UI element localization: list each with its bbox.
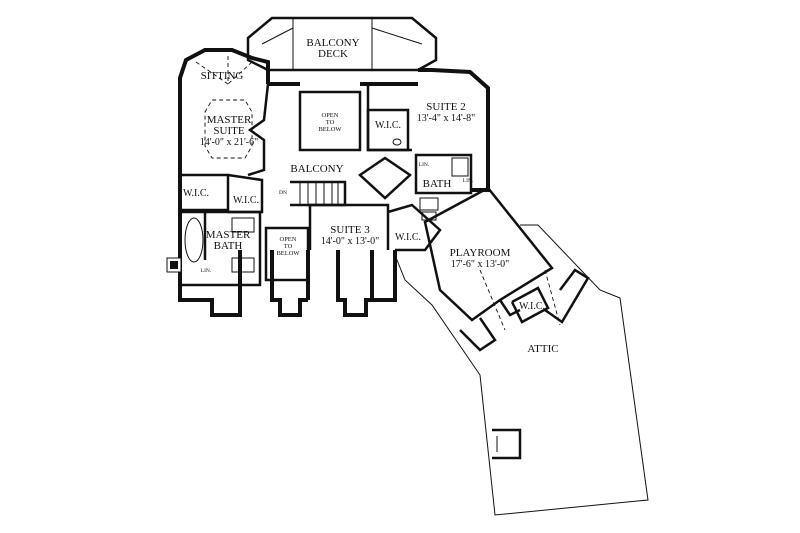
open-below-top-3: BELOW	[318, 126, 342, 133]
room-labels: BALCONY DECK SITTING MASTER SUITE 14'-0"…	[183, 37, 559, 355]
master-suite-dimensions: 14'-0" x 21'-6"	[200, 137, 258, 148]
bath-label: BATH	[423, 178, 452, 190]
suite3-dimensions: 14'-0" x 13'-0"	[321, 236, 379, 247]
master-bath-label-1: MASTER	[206, 229, 251, 241]
linen-label-1: LIN.	[419, 162, 430, 168]
suite2-label: SUITE 2	[426, 101, 465, 113]
playroom-dimensions: 17'-6" x 13'-0"	[451, 259, 509, 270]
playroom-label: PLAYROOM	[450, 247, 511, 259]
sitting-label: SITTING	[201, 70, 244, 82]
wic-suite2-label: W.I.C.	[375, 120, 401, 131]
interior-walls	[180, 83, 590, 352]
suite2-dimensions: 13'-4" x 14'-8"	[417, 113, 475, 124]
open-below-low-2: TO	[284, 243, 293, 250]
master-bath-label-2: BATH	[214, 240, 243, 252]
open-below-top-1: OPEN	[322, 112, 339, 119]
wic-master-left-label: W.I.C.	[183, 188, 209, 199]
exterior-walls	[166, 48, 490, 317]
balcony-deck-label-2: DECK	[318, 48, 348, 60]
suite3-label: SUITE 3	[330, 224, 370, 236]
open-below-low-3: BELOW	[276, 250, 300, 257]
open-below-low-1: OPEN	[280, 236, 297, 243]
attic-outline	[394, 224, 649, 516]
attic-label: ATTIC	[527, 343, 558, 355]
linen-label-3: LIN.	[201, 268, 212, 274]
balcony-deck-label-1: BALCONY	[306, 37, 359, 49]
linen-label-2: LIN.	[463, 178, 474, 184]
master-suite-label-1: MASTER	[207, 114, 252, 126]
balcony-label: BALCONY	[290, 163, 343, 175]
wic-playroom-label: W.I.C.	[519, 301, 545, 312]
wic-master-right-label: W.I.C.	[233, 195, 259, 206]
balcony-deck	[246, 16, 438, 72]
stair-down-label: DN	[279, 190, 287, 196]
open-below-top-2: TO	[326, 119, 335, 126]
fixtures	[184, 56, 561, 331]
wic-suite3-label: W.I.C.	[395, 232, 421, 243]
master-suite-label-2: SUITE	[213, 125, 244, 137]
